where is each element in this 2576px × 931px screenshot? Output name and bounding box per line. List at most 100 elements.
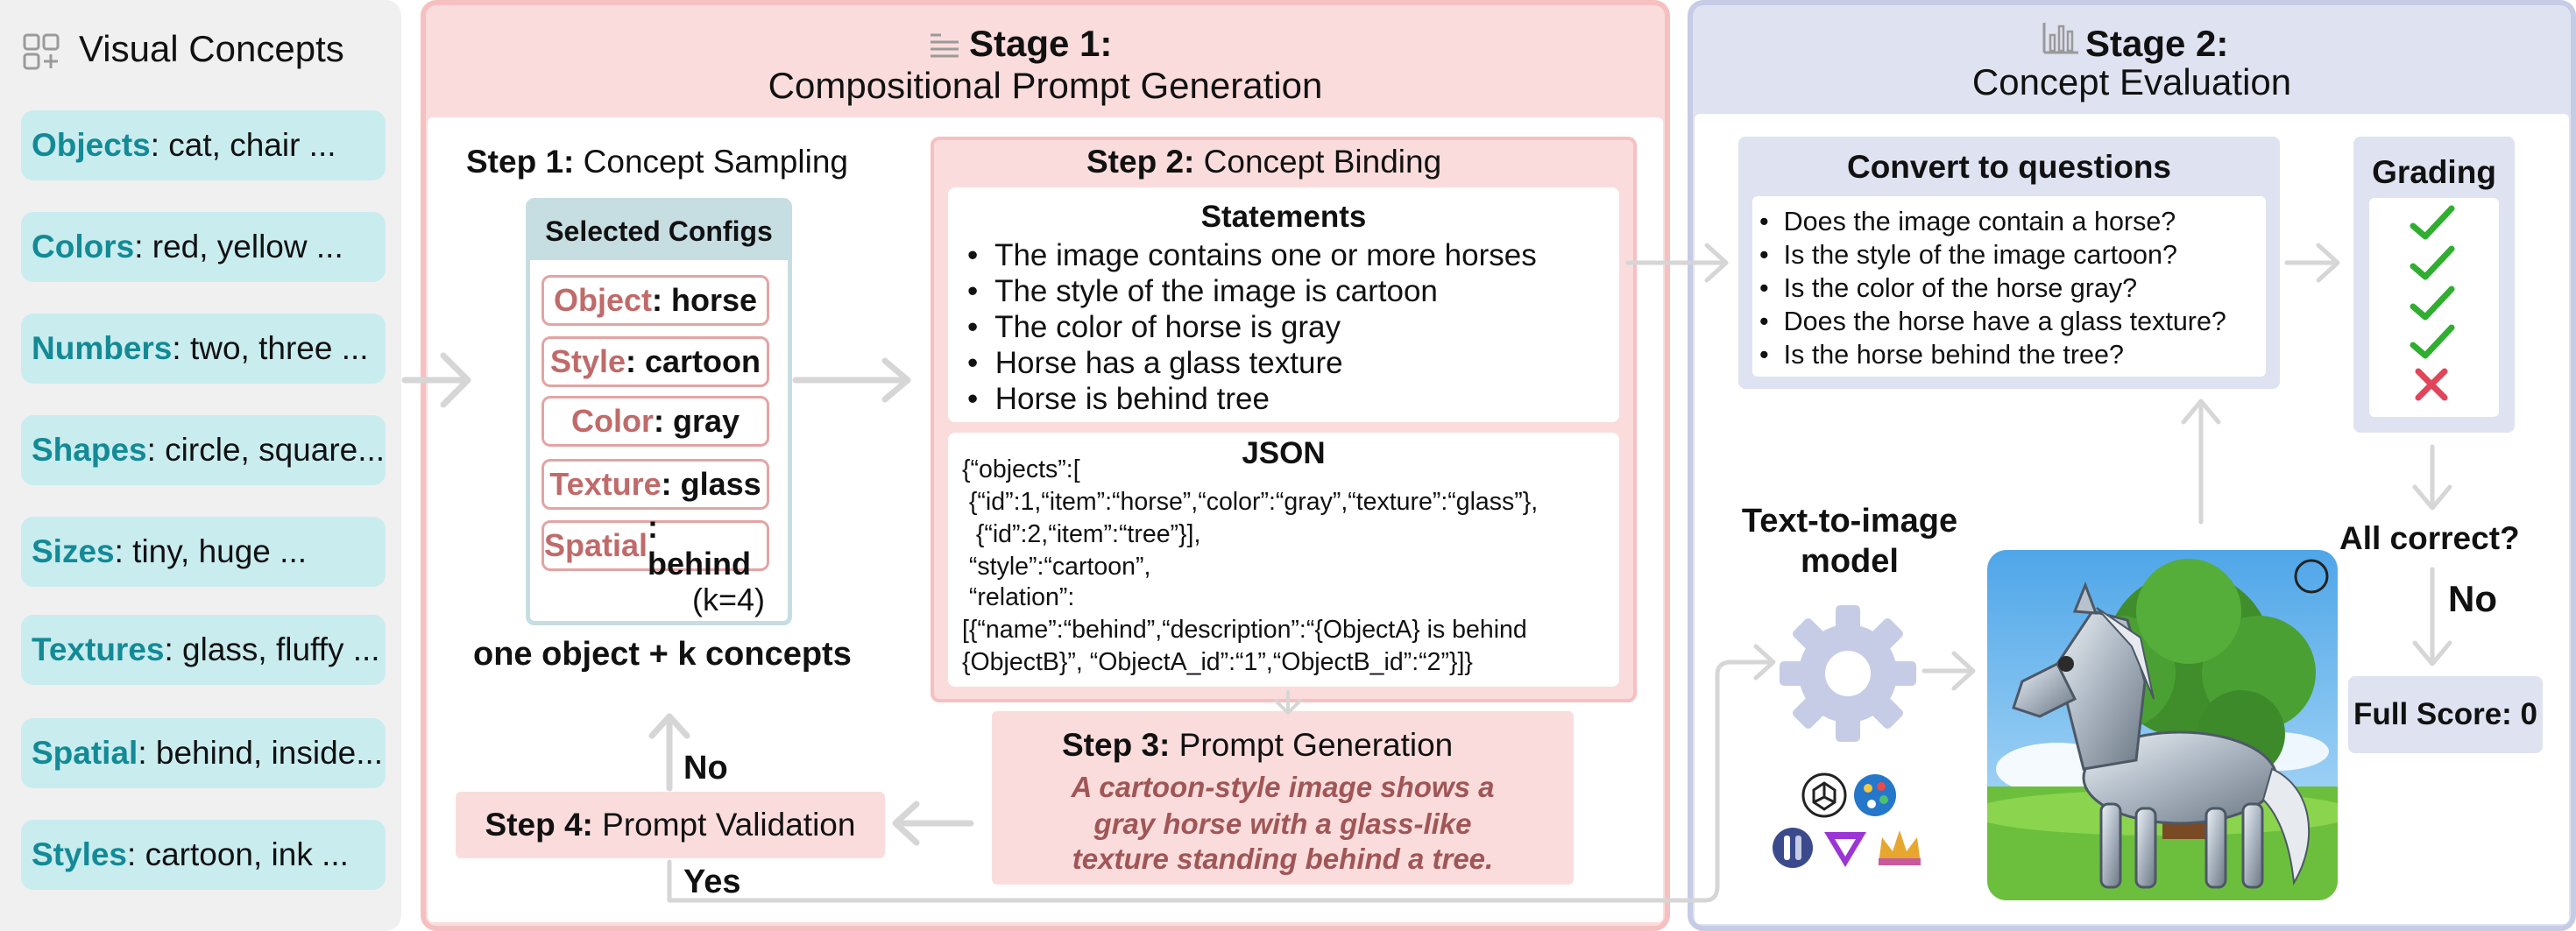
palette-logo-icon — [1854, 774, 1896, 816]
question-item: • Is the horse behind the tree? — [1759, 340, 2124, 370]
config-style: Style: cartoon — [541, 336, 769, 387]
check-icon — [2410, 324, 2455, 359]
chip-key: Shapes — [32, 432, 147, 468]
statement-item: • The image contains one or more horses — [967, 238, 1537, 272]
questions-header: Convert to questions — [1846, 149, 2172, 185]
statement-text: The style of the image is cartoon — [994, 274, 1438, 308]
validation-no-label: No — [683, 750, 728, 786]
config-value: : behind — [648, 509, 752, 582]
step4-title: Step 4: Prompt Validation — [485, 807, 856, 843]
openai-logo-icon — [1801, 772, 1847, 818]
json-header: JSON — [1242, 436, 1326, 470]
config-color: Color: gray — [541, 396, 769, 447]
stage1-label-text: Stage 1: — [969, 23, 1113, 64]
question-item: • Does the horse have a glass texture? — [1759, 307, 2226, 336]
config-spatial: Spatial: behind — [541, 509, 769, 582]
config-value: : horse — [652, 282, 758, 318]
statement-item: • The style of the image is cartoon — [967, 274, 1438, 308]
chip-key: Styles — [32, 836, 128, 872]
grading-header: Grading — [2372, 154, 2496, 190]
selected-configs-header: Selected Configs — [530, 202, 788, 260]
chip-key: Numbers — [32, 330, 173, 366]
json-line: {“id”:1,“item”:“horse”,“color”:“gray”,“t… — [962, 488, 1539, 516]
statement-text: Horse has a glass texture — [994, 346, 1343, 380]
generated-prompt-line: A cartoon-style image shows a — [1071, 771, 1495, 803]
stability-logo-icon — [1773, 828, 1813, 868]
cross-icon — [2415, 368, 2448, 401]
config-value: : glass — [661, 466, 761, 502]
concept-chip-textures: Textures: glass, fluffy ... — [21, 615, 386, 685]
stage2-label-text: Stage 2: — [2085, 23, 2229, 64]
json-line: “style”:“cartoon”, — [962, 553, 1151, 581]
concept-chip-objects: Objects: cat, chair ... — [21, 110, 386, 180]
config-key: Color — [570, 403, 654, 439]
config-value: : gray — [653, 403, 740, 439]
grid-add-icon — [23, 33, 60, 70]
config-key: Style — [549, 343, 626, 379]
chip-value: : red, yellow ... — [134, 229, 343, 264]
config-key: Object — [553, 282, 652, 318]
chip-value: : behind, inside... — [138, 735, 384, 771]
gear-icon — [1780, 605, 1916, 742]
statement-text: Horse is behind tree — [994, 382, 1270, 416]
concept-chip-numbers: Numbers: two, three ... — [21, 314, 386, 384]
statement-item: • The color of horse is gray — [967, 310, 1341, 344]
model-logos — [1773, 772, 1921, 868]
concept-chip-shapes: Shapes: circle, square... — [21, 415, 386, 485]
chip-value: : glass, fluffy ... — [164, 631, 380, 667]
config-object: Object: horse — [541, 275, 769, 326]
validation-yes-label: Yes — [683, 864, 741, 900]
config-key: Spatial — [544, 527, 648, 563]
json-line: {ObjectB}”, “ObjectA_id”:“1”,“ObjectB_id… — [962, 648, 1473, 676]
stage1-label: Stage 1: — [969, 23, 1144, 65]
t2i-model-label-line1: Text-to-image — [1741, 503, 1958, 540]
step2-title: Step 2: Concept Binding — [1086, 144, 1441, 180]
question-text: Does the image contain a horse? — [1783, 207, 2176, 236]
visual-concepts-title: Visual Concepts — [79, 28, 344, 69]
chip-key: Objects — [32, 127, 151, 163]
step4-text: Prompt Validation — [602, 807, 856, 843]
question-text: Is the horse behind the tree? — [1783, 340, 2124, 370]
stage2-label: Stage 2: — [2085, 23, 2261, 65]
config-texture: Texture: glass — [541, 459, 769, 510]
horse-illustration — [1987, 550, 2338, 900]
concept-chip-styles: Styles: cartoon, ink ... — [21, 820, 386, 890]
question-item: • Does the image contain a horse? — [1759, 207, 2176, 236]
generated-prompt-line: gray horse with a glass-like — [1093, 808, 1472, 840]
step2-text: Concept Binding — [1203, 144, 1442, 180]
chip-key: Spatial — [32, 735, 138, 771]
statement-text: The image contains one or more horses — [994, 238, 1537, 272]
generated-prompt-line: texture standing behind a tree. — [1072, 843, 1494, 875]
check-icon — [2410, 245, 2455, 280]
statements-box — [948, 187, 1619, 422]
concept-chip-sizes: Sizes: tiny, huge ... — [21, 517, 386, 587]
k-note: (k=4) — [692, 582, 766, 617]
chip-key: Textures — [32, 631, 165, 667]
triangle-logo-icon — [1824, 832, 1866, 867]
generated-image — [1987, 550, 2338, 900]
step1-title: Step 1: Concept Sampling — [466, 144, 848, 180]
question-text: Is the color of the horse gray? — [1783, 273, 2138, 303]
bar-chart-icon — [2042, 23, 2078, 54]
chip-value: : cartoon, ink ... — [127, 836, 349, 872]
chip-key: Colors — [32, 229, 135, 264]
full-score-badge: Full Score: 0 — [2348, 676, 2543, 753]
question-item: • Is the style of the image cartoon? — [1759, 240, 2177, 270]
step2-label: Step 2: — [1086, 144, 1195, 180]
t2i-model-label-line2: model — [1801, 543, 1899, 580]
chip-value: : tiny, huge ... — [114, 533, 308, 569]
chip-value: : cat, chair ... — [150, 127, 336, 163]
json-line: “relation”: — [962, 583, 1075, 611]
statements-header: Statements — [1200, 200, 1367, 234]
grading-marks — [2410, 205, 2455, 401]
question-item: • Is the color of the horse gray? — [1759, 273, 2138, 303]
crown-logo-icon — [1879, 830, 1921, 865]
concept-chip-colors: Colors: red, yellow ... — [21, 212, 386, 282]
all-correct-label: All correct? — [2339, 520, 2520, 556]
json-line: [{“name”:“behind”,“description”:“{Object… — [962, 616, 1527, 644]
all-correct-no-label: No — [2448, 578, 2497, 619]
question-text: Is the style of the image cartoon? — [1783, 240, 2177, 270]
step3-title: Step 3: Prompt Generation — [1062, 727, 1453, 764]
json-line: {“objects”:[ — [962, 455, 1080, 483]
statement-item: • Horse has a glass texture — [967, 346, 1343, 380]
